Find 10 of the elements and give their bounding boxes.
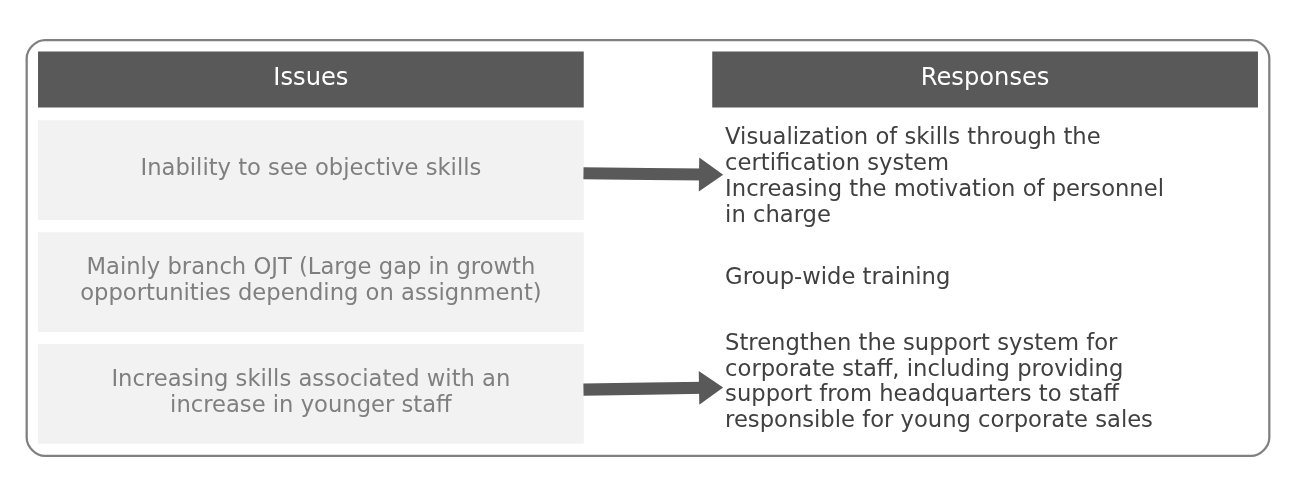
node-box: Issues [38,51,584,108]
node-text: Visualization of skills through the certification system Increasing the motivation of personnel in charge [725,123,1164,227]
node-box: Inability to see objective skills [38,120,584,221]
cluster [25,39,1271,457]
arrow [583,370,724,405]
node-box: Increasing skills associated with an increase in younger staff [38,344,584,444]
arrow [583,157,724,192]
node-text: Strengthen the support system for corporate staff, including providing support from headquarters to staff responsible for young corporate sales [725,329,1153,433]
node-box: Responses [712,51,1258,108]
node-text: Group-wide training [725,263,951,290]
